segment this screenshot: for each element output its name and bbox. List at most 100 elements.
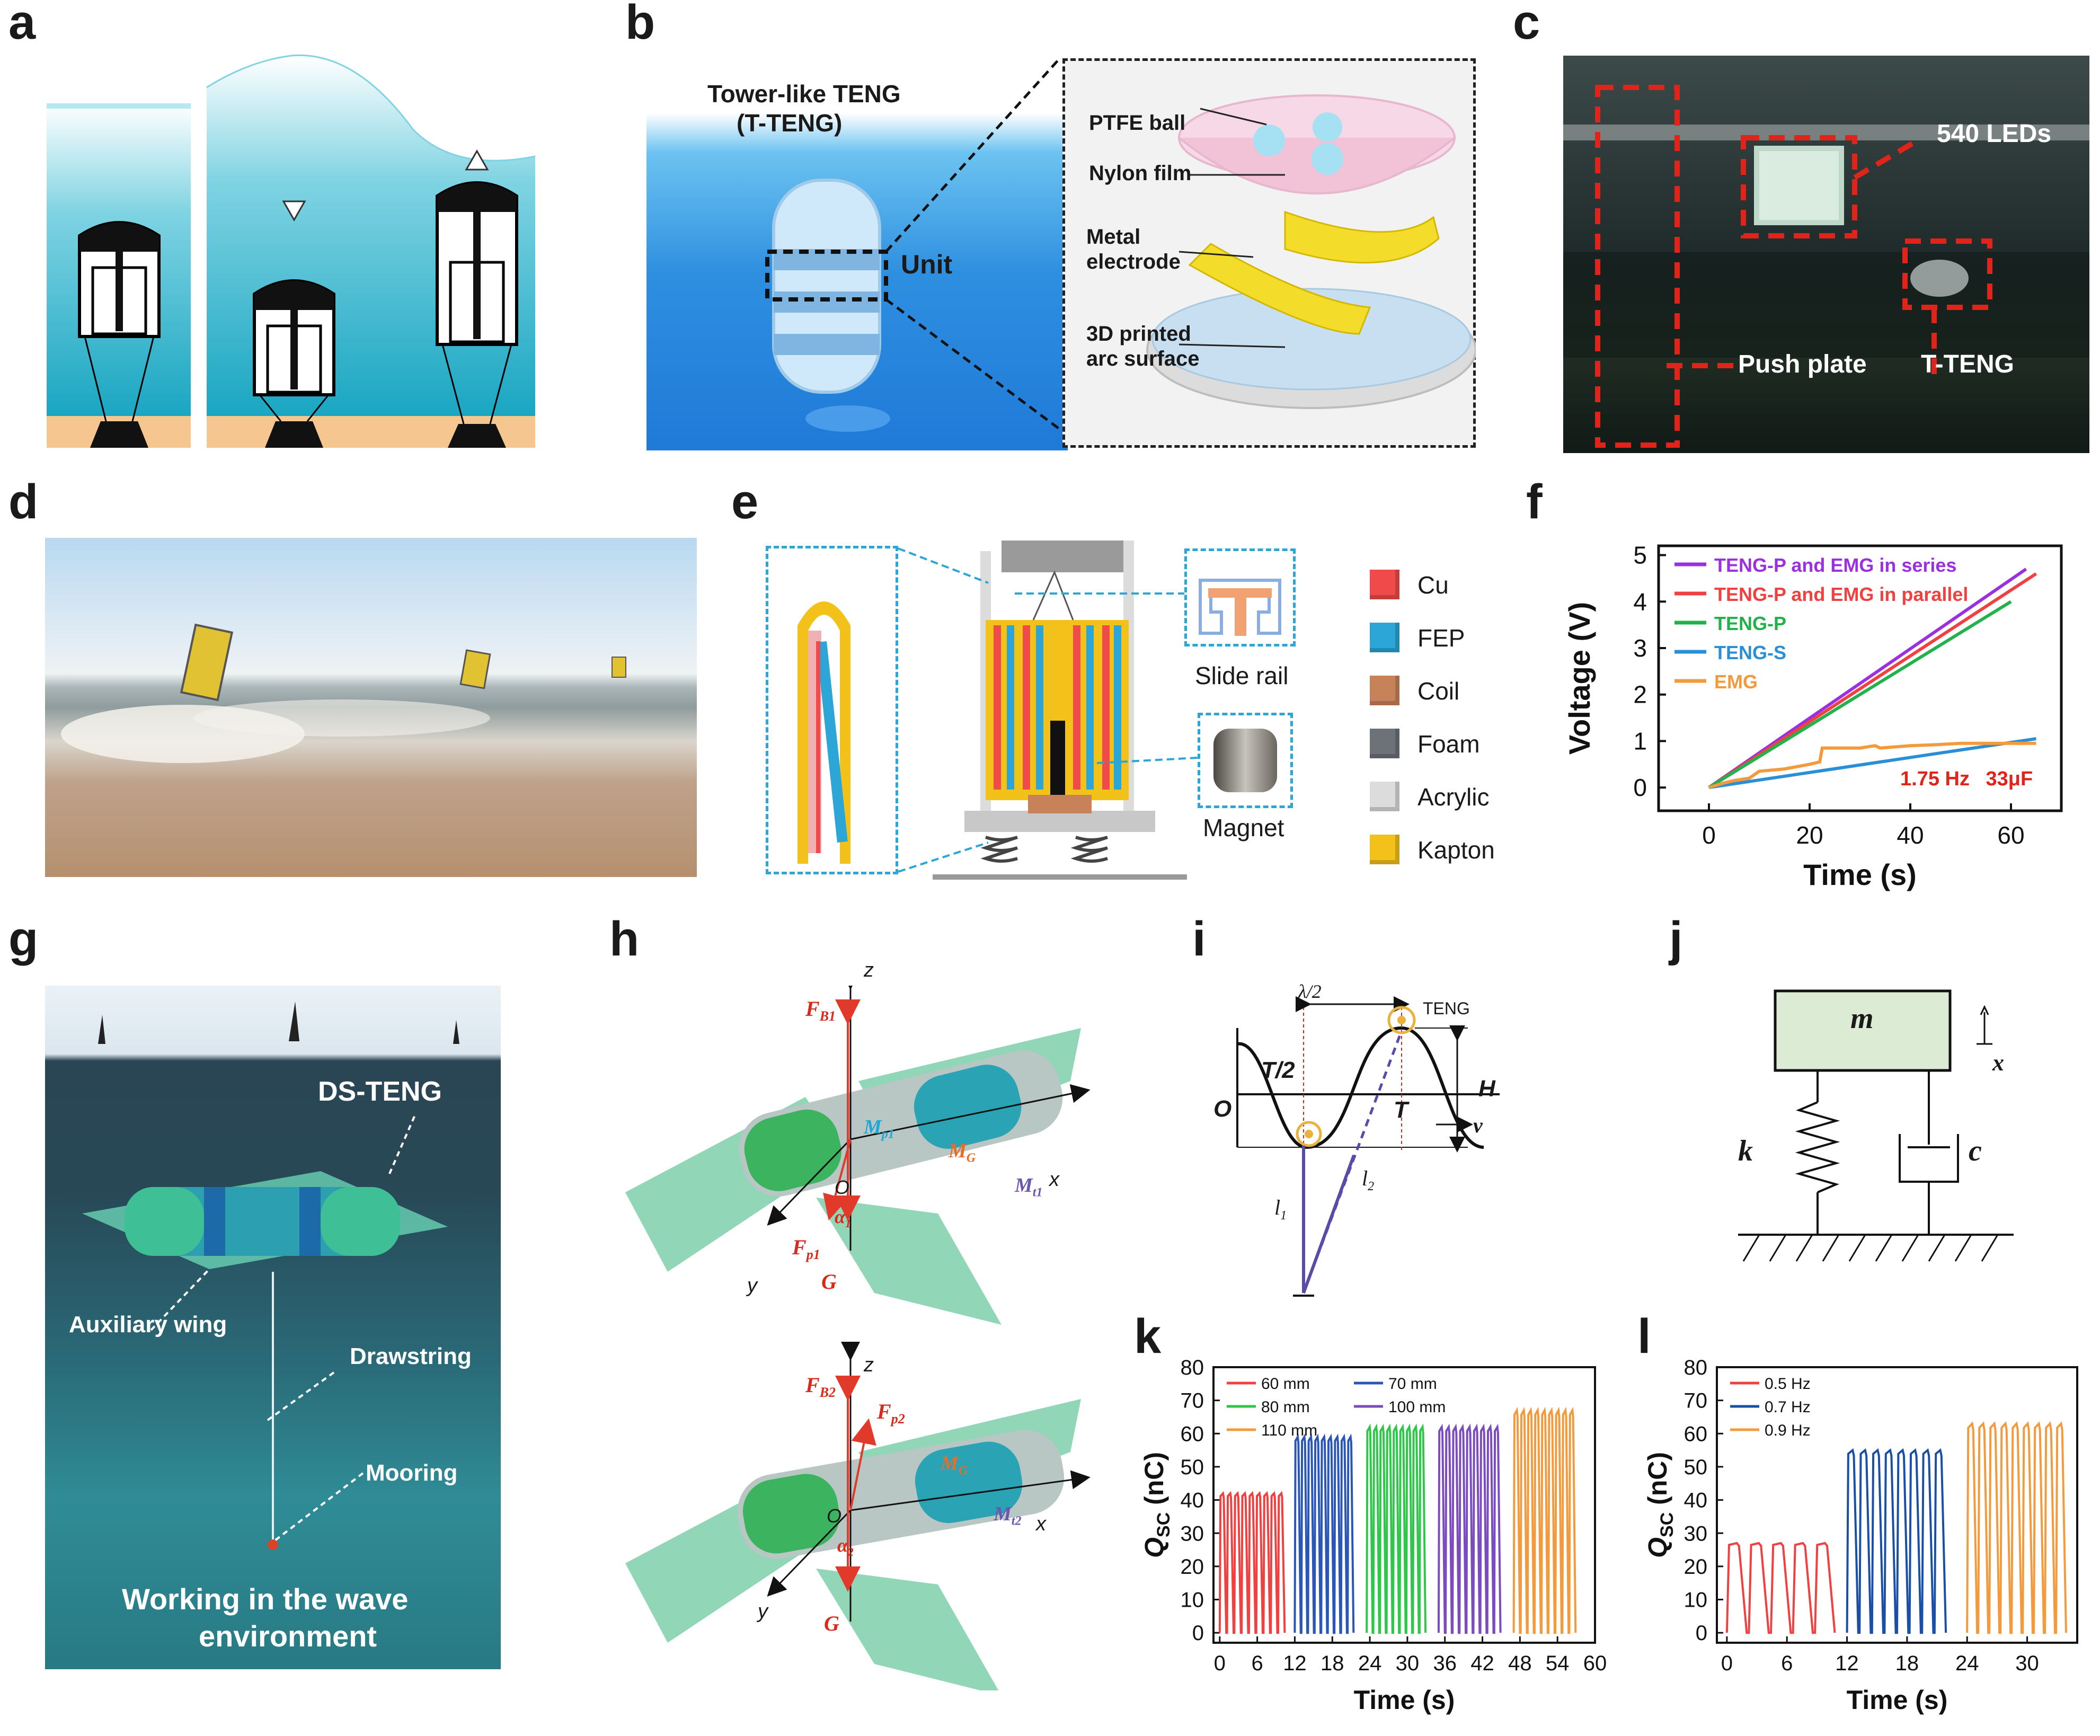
j-c-label: c [1969,1135,1982,1167]
i-t2-label: T/2 [1261,1057,1295,1083]
panel-label-e: e [731,475,759,529]
l-xtick-label: 24 [1955,1652,1979,1675]
c-push-plate-label: Push plate [1738,350,1867,378]
b-unit-label: Unit [901,250,953,279]
h-a1: α1 [835,1206,851,1230]
b-arc-label-1: 3D printed [1086,322,1191,346]
e-legend-swatch [1370,835,1399,864]
i-lambda-label: λ/2 [1298,981,1322,1002]
panel-c-annotations [1563,85,2089,448]
j-k-label: k [1738,1135,1753,1167]
l-ytick-label: 70 [1684,1389,1708,1413]
panel-b-exploded-view [1146,94,1476,409]
f-ytick-label: 1 [1633,727,1647,755]
panel-label-f: f [1526,475,1543,529]
panel-label-d: d [8,475,39,529]
l-xtick-label: 6 [1781,1652,1793,1675]
h-z1: z [864,959,874,981]
i-t-label: T [1394,1097,1408,1123]
f-annot-freq: 1.75 Hz [1900,768,1970,790]
f-xtick-label: 40 [1897,821,1924,849]
k-xtick-label: 30 [1396,1652,1420,1675]
k-ytick-label: 10 [1181,1589,1204,1612]
k-ytick-label: 40 [1181,1489,1204,1512]
k-series-line [1218,1491,1286,1634]
i-teng-label: TENG [1423,999,1470,1018]
h-o2: O [827,1505,842,1527]
c-leds-label: 540 LEDs [1937,120,2052,148]
l-legend-label: 0.9 Hz [1765,1422,1811,1439]
l-legend-label: 0.7 Hz [1765,1398,1811,1416]
h-g2: G [824,1611,839,1635]
i-o-label: O [1213,1096,1232,1122]
e-slide-label: Slide rail [1195,662,1289,689]
f-legend-label: TENG-P [1714,613,1786,634]
k-legend-label: 110 mm [1261,1422,1317,1439]
panel-h-force-diagrams [625,986,1091,1690]
j-mass-label: m [1850,1002,1874,1035]
device-a2 [253,279,335,448]
e-legend-label: Acrylic [1417,783,1490,811]
i-h-label: H [1478,1076,1495,1102]
h-y2: y [758,1600,768,1623]
panel-label-b: b [625,0,655,49]
e-magnet-render [1213,729,1277,792]
f-annot-cap: 33μF [1986,768,2033,790]
b-arc-label-2: arc surface [1086,347,1200,370]
k-plot-frame [1212,1366,1596,1644]
l-ytick-label: 80 [1684,1357,1708,1379]
f-legend-label: EMG [1714,671,1758,693]
panel-j-mass-spring [1738,989,2014,1262]
l-ylabel: QSC (nC) [1643,1452,1677,1558]
k-xtick-label: 54 [1546,1652,1570,1675]
device-a1 [78,221,161,448]
k-xtick-label: 42 [1470,1652,1494,1675]
h-x1: x [1049,1168,1059,1191]
h-lower [625,1342,1091,1690]
f-ytick-label: 2 [1633,681,1647,708]
k-ytick-label: 50 [1181,1456,1204,1479]
l-series-line [1966,1421,2067,1634]
l-ytick-label: 0 [1696,1622,1707,1645]
e-left-render [798,601,850,864]
l-legend-label: 0.5 Hz [1765,1375,1811,1393]
f-series-line [1708,600,2012,789]
e-legend-swatch [1370,729,1399,758]
k-ytick-label: 0 [1192,1622,1204,1645]
h-mp1: Mp1 [864,1116,894,1141]
h-g1: G [821,1270,837,1294]
panel-d-devices [61,623,626,763]
l-series-line [1846,1448,1947,1634]
f-plot-frame [1657,544,2063,812]
k-ytick-label: 70 [1181,1389,1204,1413]
k-legend-label: 100 mm [1388,1398,1446,1416]
k-ytick-label: 80 [1181,1357,1204,1379]
panel-label-a: a [8,0,36,49]
k-series-line [1366,1423,1427,1634]
f-xtick-label: 0 [1702,821,1716,849]
h-o1: O [835,1176,850,1198]
panel-label-c: c [1513,0,1540,49]
f-series-line [1708,741,2036,789]
h-fb2: FB2 [805,1373,836,1400]
h-upper [625,986,1091,1325]
e-legend-swatch [1370,570,1399,599]
f-xtick-label: 20 [1796,821,1823,849]
h-fp1: Fp1 [792,1235,820,1262]
panel-b-teng-render [765,58,1061,432]
i-v-label: v [1473,1113,1483,1137]
c-teng-label: T-TENG [1921,350,2014,378]
j-x-label: x [1992,1050,2004,1076]
g-wing-label: Auxiliary wing [69,1312,227,1338]
e-callout-lines [898,547,1198,873]
f-ytick-label: 0 [1633,774,1647,801]
l-xtick-label: 12 [1835,1652,1859,1675]
g-drawstring-label: Drawstring [350,1343,472,1369]
k-xtick-label: 18 [1321,1652,1344,1675]
f-series-line [1708,737,2036,790]
l-xlabel: Time (s) [1847,1685,1948,1715]
k-legend-label: 60 mm [1261,1375,1310,1393]
l-xtick-label: 18 [1895,1652,1919,1675]
panel-g-device [82,1002,459,1550]
